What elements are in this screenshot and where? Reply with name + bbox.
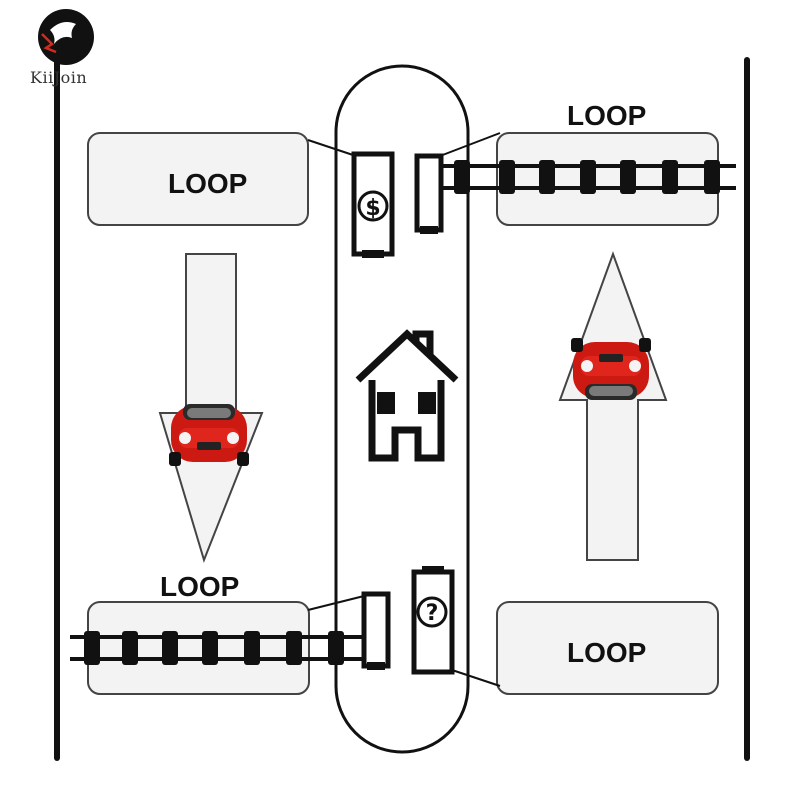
loop-label-bottom-right: LOOP xyxy=(567,637,646,668)
help-booth-bottom: ? xyxy=(411,566,455,675)
arrow-up-right xyxy=(558,251,668,561)
loop-label-bottom-left: LOOP xyxy=(160,571,239,602)
dollar-sign-icon xyxy=(357,190,389,222)
pay-booth-sign: $ xyxy=(365,196,380,221)
pay-booth-top: $ xyxy=(351,151,395,258)
connector-top-right xyxy=(439,132,501,157)
gate-post-top xyxy=(414,153,444,233)
loop-box-top-right xyxy=(496,132,719,226)
car-icon xyxy=(169,404,249,466)
gate-post-top-base xyxy=(420,226,438,234)
gate-post-bottom-base xyxy=(367,662,385,670)
barrier-arm-top-right xyxy=(438,160,736,194)
house-icon xyxy=(355,329,459,462)
barrier-arm-bottom-left xyxy=(70,631,362,665)
loop-label-top-right: LOOP xyxy=(567,100,646,131)
brand-name: KiiJoin xyxy=(30,68,88,87)
help-booth-sign: ? xyxy=(426,601,439,626)
connector-bottom-left xyxy=(307,595,365,611)
question-mark-icon xyxy=(416,596,448,628)
brand-logo xyxy=(38,9,94,65)
loop-box-top-left xyxy=(87,132,309,226)
loop-box-bottom-right xyxy=(496,601,719,695)
connector-top-left xyxy=(307,139,357,157)
gate-post-bottom xyxy=(361,591,391,669)
car-icon xyxy=(571,338,651,400)
loop-label-top-left: LOOP xyxy=(168,168,247,199)
loop-box-bottom-left xyxy=(87,601,310,695)
